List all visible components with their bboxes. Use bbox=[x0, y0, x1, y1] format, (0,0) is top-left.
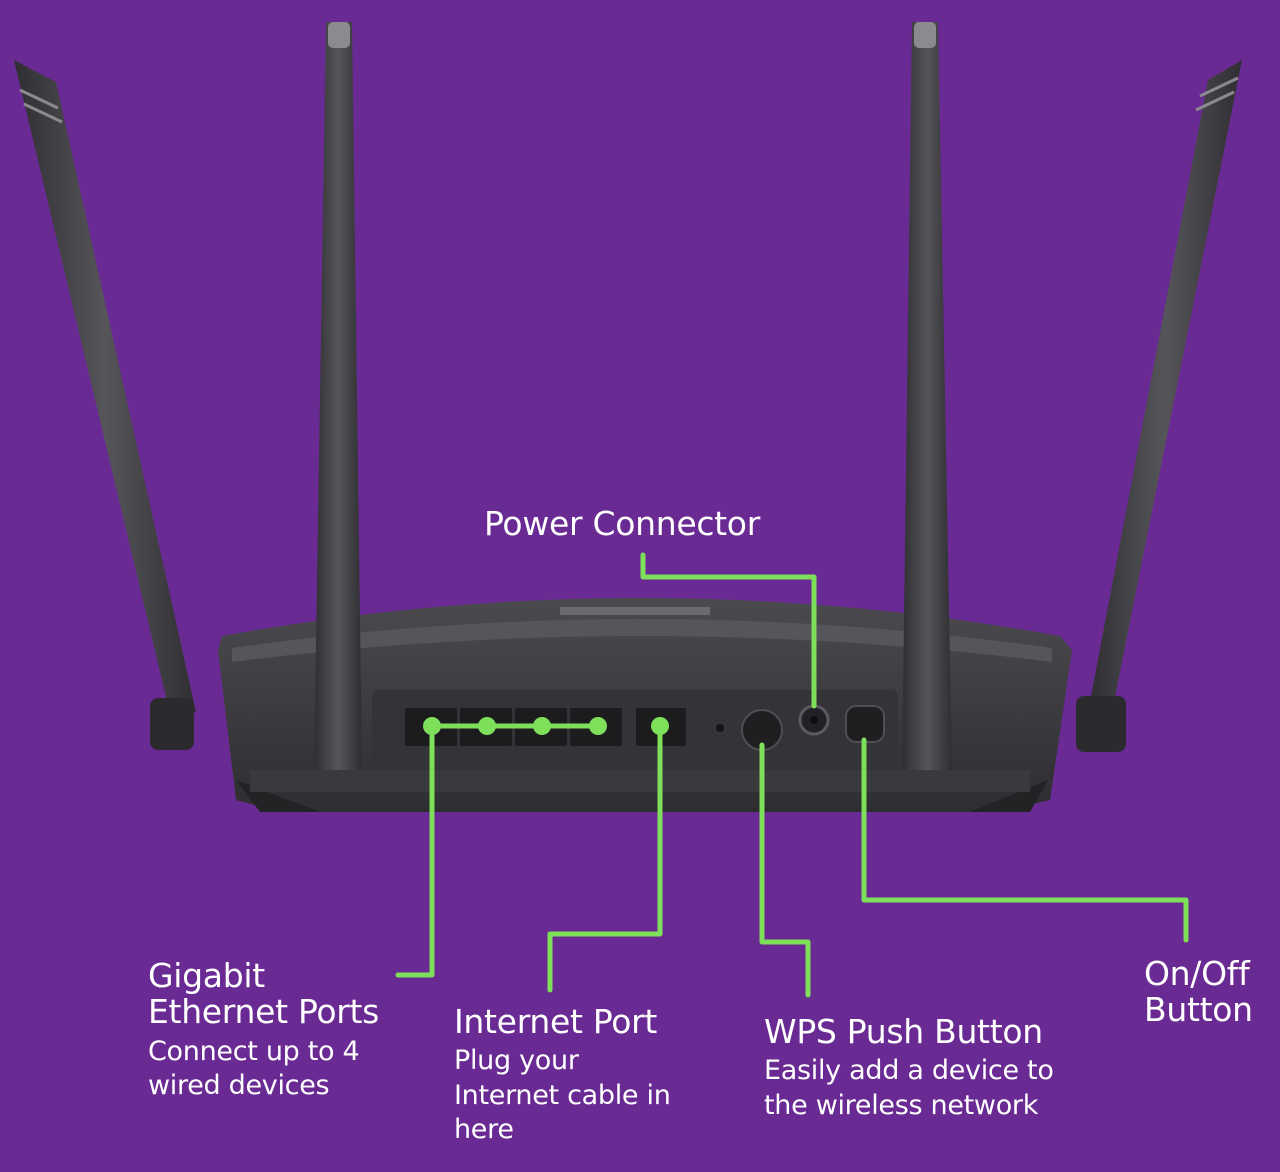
wps-desc-line1: Easily add a device to bbox=[764, 1055, 1054, 1087]
wps-title: WPS Push Button bbox=[764, 1012, 1043, 1051]
internet-desc-line1: Plug your bbox=[454, 1045, 579, 1077]
onoff-callout-line bbox=[861, 737, 1189, 943]
antenna-right-inner bbox=[902, 22, 952, 770]
onoff-title-line1: On/Off bbox=[1144, 954, 1250, 993]
ethernet-callout-leader bbox=[395, 723, 435, 978]
ethernet-title-line1: Gigabit bbox=[148, 956, 265, 995]
internet-port-label: Internet Port Plug your Internet cable i… bbox=[454, 1002, 694, 1148]
internet-desc-line3: here bbox=[454, 1114, 514, 1146]
antenna-left-outer bbox=[14, 60, 196, 750]
callout-dots bbox=[423, 717, 669, 735]
power-button bbox=[845, 705, 885, 743]
antenna-right-outer bbox=[1076, 60, 1242, 752]
ethernet-desc-line1: Connect up to 4 bbox=[148, 1035, 360, 1067]
onoff-button-label: On/Off Button bbox=[1144, 954, 1274, 1030]
wps-button-label: WPS Push Button Easily add a device to t… bbox=[764, 1012, 1064, 1123]
internet-title: Internet Port bbox=[454, 1002, 658, 1041]
wps-desc-line2: the wireless network bbox=[764, 1089, 1039, 1121]
power-callout-line bbox=[640, 552, 817, 709]
antenna-left-inner bbox=[314, 22, 362, 770]
power-connector-label: Power Connector bbox=[484, 504, 760, 543]
internet-desc-line2: Internet cable in bbox=[454, 1079, 671, 1111]
ethernet-ports-label: Gigabit Ethernet Ports Connect up to 4 w… bbox=[148, 956, 408, 1104]
internet-callout-line bbox=[547, 723, 663, 993]
onoff-title-line2: Button bbox=[1144, 990, 1253, 1030]
ethernet-desc-line2: wired devices bbox=[148, 1070, 330, 1102]
reset-hole bbox=[716, 724, 724, 732]
ethernet-title-line2: Ethernet Ports bbox=[148, 992, 380, 1032]
power-connector-title: Power Connector bbox=[484, 504, 760, 543]
wps-callout-line bbox=[759, 742, 811, 998]
